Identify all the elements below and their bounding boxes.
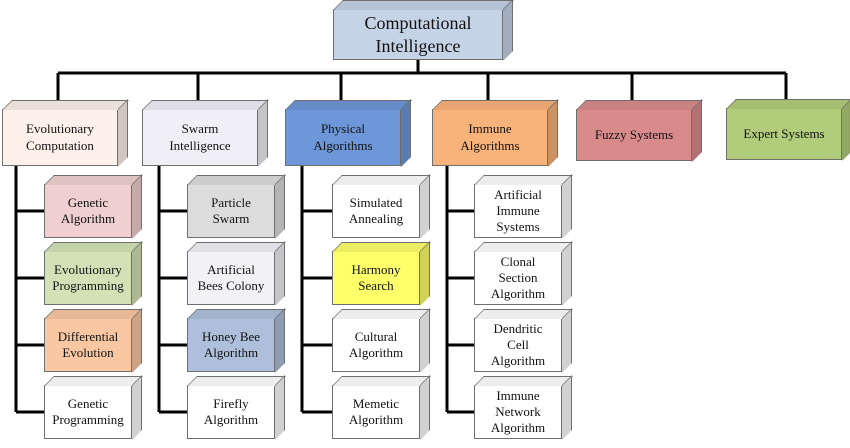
leaf-node-artificial-immune-systems-label: Artificial Immune Systems <box>494 186 542 235</box>
leaf-node-clonal-section-algorithm: Clonal Section Algorithm <box>474 241 573 306</box>
leaf-node-genetic-algorithm: Genetic Algorithm <box>44 174 143 239</box>
category-node-expert-systems-label: Expert Systems <box>743 125 825 141</box>
category-node-swarm-intelligence: Swarm Intelligence <box>142 99 269 167</box>
root-node: Computational Intelligence <box>333 0 514 61</box>
category-node-immune-algorithms: Immune Algorithms <box>432 99 559 167</box>
leaf-node-simulated-annealing-label: Simulated Annealing <box>348 194 404 226</box>
leaf-node-clonal-section-algorithm-label: Clonal Section Algorithm <box>490 253 546 302</box>
category-node-expert-systems: Expert Systems <box>726 98 850 161</box>
category-node-fuzzy-systems: Fuzzy Systems <box>576 99 703 162</box>
leaf-node-dendritic-cell-algorithm: Dendritic Cell Algorithm <box>474 308 573 373</box>
leaf-node-simulated-annealing: Simulated Annealing <box>332 174 431 239</box>
leaf-node-evolutionary-programming: Evolutionary Programming <box>44 241 143 306</box>
leaf-node-harmony-search-label: Harmony Search <box>351 261 401 293</box>
category-node-physical-algorithms: Physical Algorithms <box>285 99 412 167</box>
category-node-physical-algorithms-label: Physical Algorithms <box>313 121 373 153</box>
leaf-node-evolutionary-programming-label: Evolutionary Programming <box>52 261 124 293</box>
leaf-node-honey-bee-algorithm-label: Honey Bee Algorithm <box>201 328 261 360</box>
leaf-node-particle-swarm: Particle Swarm <box>187 174 286 239</box>
leaf-node-particle-swarm-label: Particle Swarm <box>211 194 251 226</box>
leaf-node-artificial-immune-systems: Artificial Immune Systems <box>474 174 573 239</box>
category-node-evolutionary-computation-label: Evolutionary Computation <box>26 121 94 153</box>
leaf-node-cultural-algorithm: Cultural Algorithm <box>332 308 431 373</box>
leaf-node-artificial-bees-colony: Artificial Bees Colony <box>187 241 286 306</box>
leaf-node-differential-evolution: Differential Evolution <box>44 308 143 373</box>
category-node-fuzzy-systems-label: Fuzzy Systems <box>594 126 674 142</box>
leaf-node-honey-bee-algorithm: Honey Bee Algorithm <box>187 308 286 373</box>
leaf-node-memetic-algorithm: Memetic Algorithm <box>332 375 431 440</box>
leaf-node-firefly-algorithm: Firefly Algorithm <box>187 375 286 440</box>
leaf-node-immune-network-algorithm: Immune Network Algorithm <box>474 375 573 440</box>
leaf-node-dendritic-cell-algorithm-label: Dendritic Cell Algorithm <box>490 320 546 369</box>
leaf-node-differential-evolution-label: Differential Evolution <box>57 328 119 360</box>
category-node-evolutionary-computation: Evolutionary Computation <box>2 99 129 167</box>
root-node-label: Computational Intelligence <box>364 13 472 56</box>
leaf-node-firefly-algorithm-label: Firefly Algorithm <box>203 395 259 427</box>
leaf-node-genetic-programming-label: Genetic Programming <box>52 395 124 427</box>
leaf-node-cultural-algorithm-label: Cultural Algorithm <box>348 328 404 360</box>
leaf-node-genetic-algorithm-label: Genetic Algorithm <box>60 194 116 226</box>
leaf-node-memetic-algorithm-label: Memetic Algorithm <box>348 395 404 427</box>
leaf-node-artificial-bees-colony-label: Artificial Bees Colony <box>197 261 265 293</box>
leaf-node-genetic-programming: Genetic Programming <box>44 375 143 440</box>
leaf-node-immune-network-algorithm-label: Immune Network Algorithm <box>490 387 546 436</box>
category-node-immune-algorithms-label: Immune Algorithms <box>460 121 520 153</box>
category-node-swarm-intelligence-label: Swarm Intelligence <box>169 121 231 153</box>
leaf-node-harmony-search: Harmony Search <box>332 241 431 306</box>
